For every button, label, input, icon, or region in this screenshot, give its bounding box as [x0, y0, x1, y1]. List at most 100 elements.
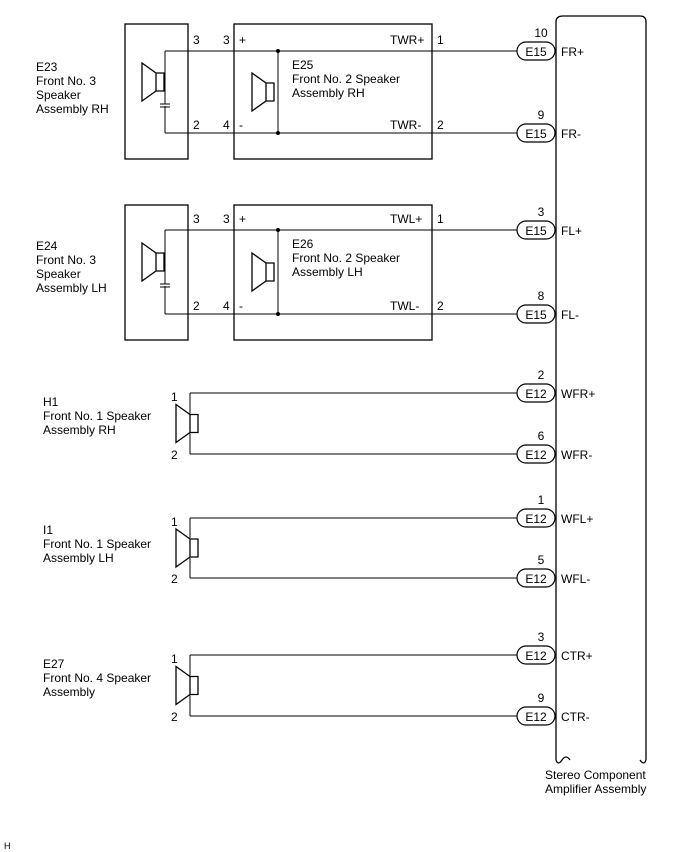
single-amp-pin-label-1-0: WFL+	[561, 512, 593, 526]
inner-out-pos-1: 1	[437, 212, 444, 226]
connector-1-pos-label: E15	[525, 224, 547, 238]
single-pin-pos-0: 1	[171, 390, 178, 404]
single-connector-1-neg-label: E12	[525, 572, 547, 586]
inner-sign-pos-1: +	[239, 212, 246, 226]
speaker-i1	[175, 527, 199, 569]
capacitor-0	[160, 103, 170, 108]
inner-sig-neg-1: TWL-	[390, 299, 419, 313]
speaker-e26	[251, 251, 275, 293]
junction-pos-1	[276, 228, 280, 232]
inner-sign-neg-1: -	[239, 299, 243, 313]
single-id-2: E27	[43, 657, 65, 671]
single-amp-pin-label-0-0: WFR+	[561, 387, 595, 401]
inner-pin-neg-0: 4	[223, 118, 230, 132]
inner-name-1-0: Front No. 2 Speaker	[292, 251, 400, 265]
single-connector-2-neg-label: E12	[525, 710, 547, 724]
single-connector-1-pos	[516, 508, 556, 528]
amp-pin-num-0-0: 10	[534, 26, 548, 40]
connector-0-pos	[516, 41, 556, 61]
inner-sig-neg-0: TWR-	[390, 118, 421, 132]
single-pin-pos-2: 1	[171, 652, 178, 666]
inner-sig-pos-1: TWL+	[390, 212, 422, 226]
single-amp-pin-label-2-1: CTR-	[561, 710, 590, 724]
inner-id-1: E26	[292, 237, 314, 251]
outer-id-1: E24	[36, 239, 58, 253]
single-amp-pin-num-0-1: 6	[538, 429, 545, 443]
amp-pin-num-1-1: 8	[538, 289, 545, 303]
amplifier-body	[555, 15, 647, 764]
single-id-0: H1	[43, 395, 59, 409]
inner-speaker-box-e25	[233, 23, 433, 160]
single-pin-neg-0: 2	[171, 448, 178, 462]
outer-name-0-0: Front No. 3	[36, 74, 96, 88]
single-amp-pin-num-2-1: 9	[538, 691, 545, 705]
outer-speaker-box-e24	[124, 204, 189, 341]
single-amp-pin-label-2-0: CTR+	[561, 649, 593, 663]
speaker-e24	[141, 241, 165, 283]
inner-pin-pos-1: 3	[223, 212, 230, 226]
amp-pin-label-1-0: FL+	[561, 224, 582, 238]
outer-pin-neg-0: 2	[193, 118, 200, 132]
amp-pin-label-1-1: FL-	[561, 308, 579, 322]
inner-out-neg-1: 2	[437, 299, 444, 313]
speaker-e23	[141, 61, 165, 103]
connector-1-pos	[516, 220, 556, 240]
single-amp-pin-num-2-0: 3	[538, 630, 545, 644]
outer-speaker-box-e23	[124, 23, 189, 160]
single-connector-0-pos	[516, 383, 556, 403]
single-name-0-1: Assembly RH	[43, 423, 116, 437]
outer-name-1-2: Assembly LH	[36, 281, 107, 295]
single-connector-0-pos-label: E12	[525, 387, 547, 401]
speaker-h1	[175, 403, 199, 444]
single-amp-pin-label-1-1: WFL-	[561, 572, 590, 586]
outer-pin-pos-1: 3	[193, 212, 200, 226]
amp-pin-num-0-1: 9	[538, 108, 545, 122]
inner-pin-neg-1: 4	[223, 299, 230, 313]
single-pin-neg-2: 2	[171, 710, 178, 724]
outer-name-1-0: Front No. 3	[36, 253, 96, 267]
single-connector-1-pos-label: E12	[525, 512, 547, 526]
single-name-2-0: Front No. 4 Speaker	[43, 671, 151, 685]
inner-pin-pos-0: 3	[223, 33, 230, 47]
speaker-e27	[175, 665, 199, 706]
junction-neg-1	[276, 312, 280, 316]
inner-name-1-1: Assembly LH	[292, 265, 363, 279]
single-id-1: I1	[43, 523, 53, 537]
connector-0-neg-label: E15	[525, 127, 547, 141]
outer-pin-pos-0: 3	[193, 33, 200, 47]
outer-name-0-1: Speaker	[36, 88, 81, 102]
amplifier-label-line2: Amplifier Assembly	[545, 782, 646, 796]
single-amp-pin-num-1-0: 1	[538, 493, 545, 507]
inner-name-0-1: Assembly RH	[292, 86, 365, 100]
single-pin-neg-1: 2	[171, 572, 178, 586]
outer-name-1-1: Speaker	[36, 267, 81, 281]
amp-pin-label-0-0: FR+	[561, 45, 584, 59]
connector-1-neg	[516, 304, 556, 324]
single-connector-0-neg	[516, 444, 556, 464]
connector-1-neg-label: E15	[525, 308, 547, 322]
footer-code: H	[4, 841, 11, 851]
single-pin-pos-1: 1	[171, 515, 178, 529]
outer-id-0: E23	[36, 60, 58, 74]
single-connector-1-neg	[516, 568, 556, 588]
single-connector-2-pos-label: E12	[525, 649, 547, 663]
inner-out-pos-0: 1	[437, 33, 444, 47]
single-name-0-0: Front No. 1 Speaker	[43, 409, 151, 423]
single-name-1-1: Assembly LH	[43, 551, 114, 565]
inner-out-neg-0: 2	[437, 118, 444, 132]
connector-0-pos-label: E15	[525, 45, 547, 59]
amp-pin-label-0-1: FR-	[561, 127, 581, 141]
single-amp-pin-num-1-1: 5	[538, 553, 545, 567]
single-name-2-1: Assembly	[43, 685, 95, 699]
inner-sign-pos-0: +	[239, 33, 246, 47]
single-amp-pin-num-0-0: 2	[538, 368, 545, 382]
amplifier-label-line1: Stereo Component	[545, 768, 646, 782]
single-amp-pin-label-0-1: WFR-	[561, 448, 592, 462]
inner-speaker-box-e26	[233, 204, 433, 341]
single-connector-2-pos	[516, 645, 556, 665]
junction-neg-0	[276, 131, 280, 135]
inner-name-0-0: Front No. 2 Speaker	[292, 72, 400, 86]
inner-id-0: E25	[292, 58, 314, 72]
outer-pin-neg-1: 2	[193, 299, 200, 313]
